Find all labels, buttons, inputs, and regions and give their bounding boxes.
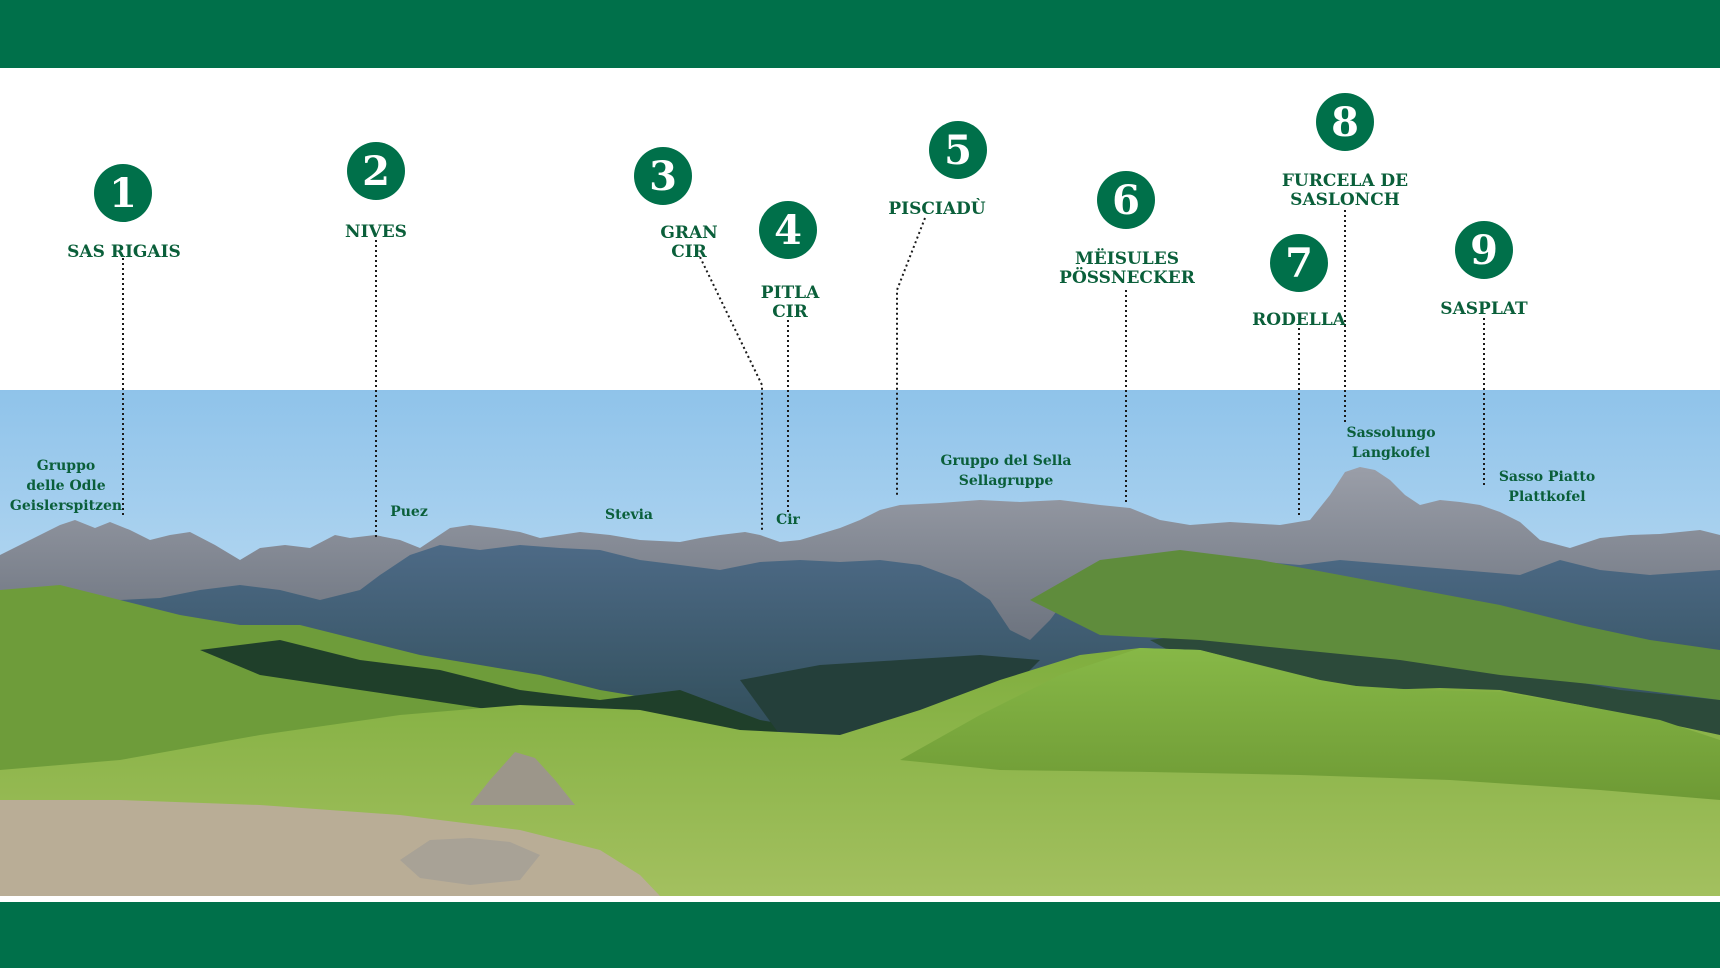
peak-label-rodella: RODELLA xyxy=(1252,310,1346,330)
marker-number-8: 8 xyxy=(1331,99,1359,146)
peak-label-meisules: MËISULES PÖSSNECKER xyxy=(1059,249,1195,288)
photo-label-stevia: Stevia xyxy=(604,507,654,523)
peak-label-furcela-de-saslonch: FURCELA DE SASLONCH xyxy=(1281,171,1409,210)
marker-number-9: 9 xyxy=(1470,227,1498,274)
marker-number-4: 4 xyxy=(774,207,802,254)
marker-number-5: 5 xyxy=(944,127,972,174)
marker-circle-3 xyxy=(634,147,692,205)
photo-label-sasso-piatto: Sasso Piatto Plattkofel xyxy=(1498,469,1596,505)
marker-number-6: 6 xyxy=(1112,177,1140,224)
marker-number-3: 3 xyxy=(649,153,677,200)
top-green-band xyxy=(0,0,1720,68)
peak-label-sas-rigais: SAS RIGAIS xyxy=(67,242,181,262)
photo-label-sassolungo: Sassolungo Langkofel xyxy=(1346,425,1436,461)
peak-label-gran-cir: GRAN CIR xyxy=(660,223,718,262)
bottom-green-band xyxy=(0,902,1720,968)
peak-label-nives: NIVES xyxy=(345,222,407,242)
marker-number-2: 2 xyxy=(362,148,390,195)
peak-label-sasplat: SASPLAT xyxy=(1440,299,1528,319)
photo-label-cir: Cir xyxy=(776,512,800,528)
marker-number-7: 7 xyxy=(1285,240,1313,287)
marker-circle-1 xyxy=(94,164,152,222)
photo-label-gruppo-delle-odle: Gruppo delle Odle Geislerspitzen xyxy=(9,458,123,514)
peak-label-pisciadu: PISCIADÙ xyxy=(888,199,986,219)
dolomites-panorama-photo xyxy=(0,390,1720,896)
marker-circle-2 xyxy=(347,142,405,200)
marker-circle-9 xyxy=(1455,221,1513,279)
photo-label-gruppo-del-sella: Gruppo del Sella Sellagruppe xyxy=(940,453,1072,489)
marker-circle-7 xyxy=(1270,234,1328,292)
marker-number-1: 1 xyxy=(109,170,137,217)
marker-circle-5 xyxy=(929,121,987,179)
marker-circle-8 xyxy=(1316,93,1374,151)
marker-circle-4 xyxy=(759,201,817,259)
marker-circle-6 xyxy=(1097,171,1155,229)
peak-label-pitla-cir: PITLA CIR xyxy=(760,283,820,322)
photo-label-puez: Puez xyxy=(390,504,428,520)
